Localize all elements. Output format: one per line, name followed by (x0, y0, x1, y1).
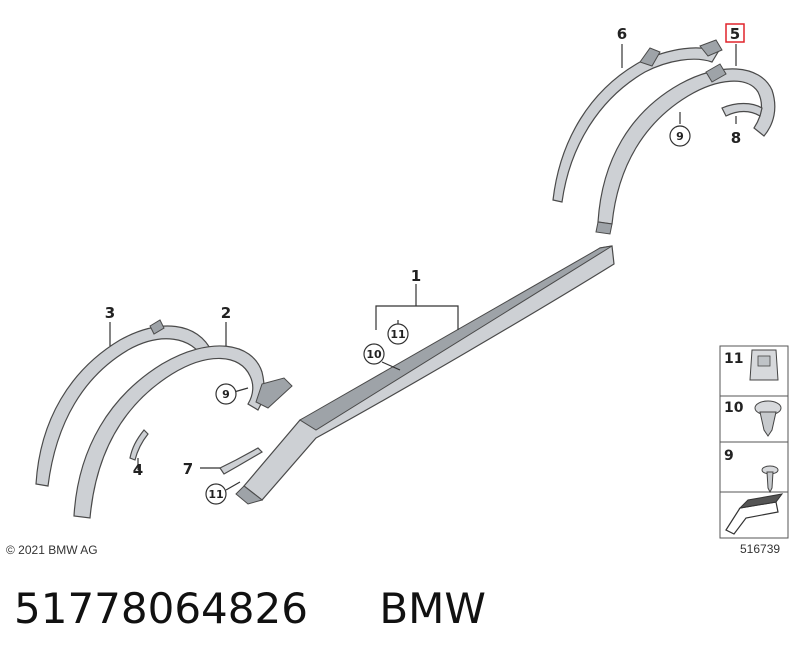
arrow-symbol-icon (725, 493, 784, 535)
rear-wheel-arch-trim-5 (595, 63, 776, 235)
legend-number-10: 10 (724, 400, 744, 416)
callout-1: 1 (411, 267, 421, 285)
legend-number-9: 9 (724, 448, 734, 464)
copyright-text: © 2021 BMW AG (6, 543, 98, 557)
fastener-legend: 11 10 9 (719, 345, 789, 539)
svg-text:9: 9 (222, 388, 230, 401)
circled-callout-9-rear: 9 (669, 125, 691, 147)
callout-5-highlight: 5 (725, 23, 745, 43)
diagram-number: 516739 (740, 542, 780, 556)
circled-callout-9-front: 9 (215, 383, 237, 405)
svg-text:9: 9 (676, 130, 684, 143)
svg-text:11: 11 (208, 488, 223, 501)
bracket-7 (219, 447, 263, 475)
circled-callout-11-top: 11 (387, 323, 409, 345)
callout-6: 6 (617, 25, 627, 43)
svg-text:11: 11 (390, 328, 405, 341)
wheel-arch-piece-8 (721, 102, 763, 117)
brand-name: BMW (379, 584, 486, 633)
leader-lines (109, 44, 737, 491)
part-number-line: 51778064826 BMW (14, 584, 574, 644)
rear-wheel-arch-trim-6 (552, 39, 723, 203)
callout-8: 8 (731, 129, 741, 147)
screw-icon (761, 465, 779, 494)
svg-text:10: 10 (366, 348, 382, 361)
circled-callout-11-bottom: 11 (205, 483, 227, 505)
expansion-rivet-icon (754, 400, 782, 437)
legend-number-11: 11 (724, 351, 743, 367)
part-number: 51778064826 (14, 584, 308, 633)
circled-callout-10: 10 (363, 343, 385, 365)
clip-nut-icon (749, 349, 779, 381)
callout-5: 5 (730, 25, 740, 43)
callout-4: 4 (133, 461, 143, 479)
trim-strip-4 (129, 429, 149, 461)
side-sill-1 (235, 245, 615, 505)
callout-7: 7 (183, 460, 193, 478)
callout-3: 3 (105, 304, 115, 322)
front-wheel-arch-trim-2 (73, 345, 293, 519)
callout-2: 2 (221, 304, 231, 322)
